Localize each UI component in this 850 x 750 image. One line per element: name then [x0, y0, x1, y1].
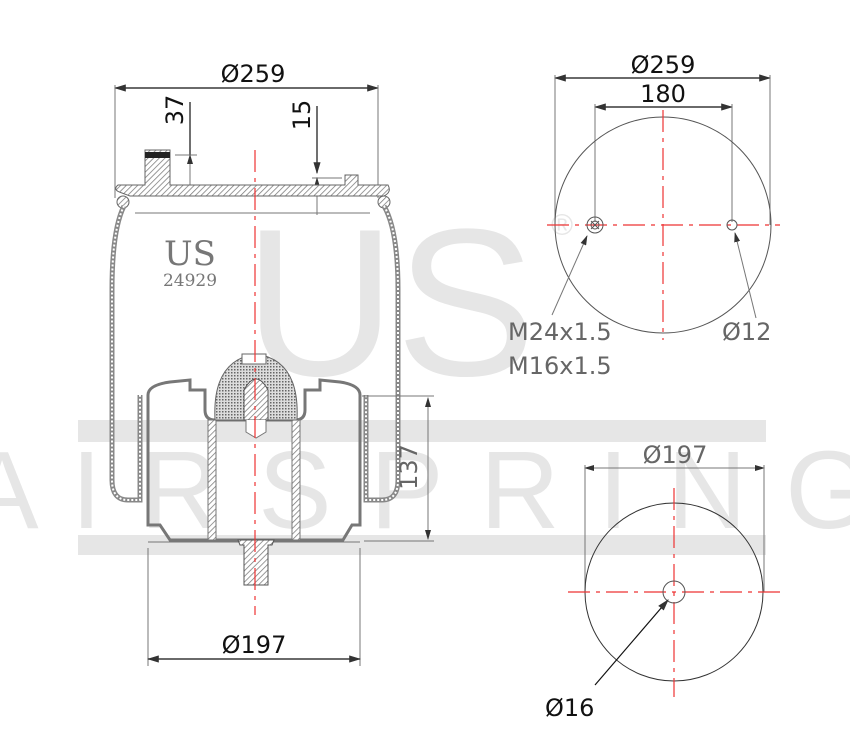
top-hole-diameter: Ø12 — [722, 318, 771, 346]
threaded-stud-hole-icon — [586, 216, 604, 234]
thread-label-m16: M16x1.5 — [508, 352, 612, 380]
top-view: Ø259 180 M24x1.5 M16x1.5 Ø12 — [508, 51, 780, 380]
brand-label: US — [164, 234, 216, 274]
top-outer-diameter: Ø259 — [631, 51, 696, 79]
center-bolt-hole-icon — [662, 580, 686, 604]
air-inlet-hole-icon — [726, 219, 738, 231]
side-stud-offset: 15 — [288, 100, 316, 131]
bottom-outer-diameter: Ø197 — [643, 441, 708, 469]
thread-label-m24: M24x1.5 — [508, 318, 612, 346]
top-bolt-spacing: 180 — [640, 80, 686, 108]
side-bottom-diameter: Ø197 — [222, 631, 287, 659]
part-number-label: 24929 — [163, 271, 217, 291]
watermark-banner-text: A I R S P R I N G — [0, 429, 850, 552]
side-view: Ø259 37 15 US 24 — [109, 60, 434, 666]
side-top-diameter: Ø259 — [221, 60, 286, 88]
side-piston-height: 137 — [395, 444, 423, 490]
side-stud-height: 37 — [161, 95, 189, 126]
bottom-hole-diameter: Ø16 — [545, 694, 594, 722]
bottom-view: Ø197 Ø16 — [545, 441, 780, 722]
